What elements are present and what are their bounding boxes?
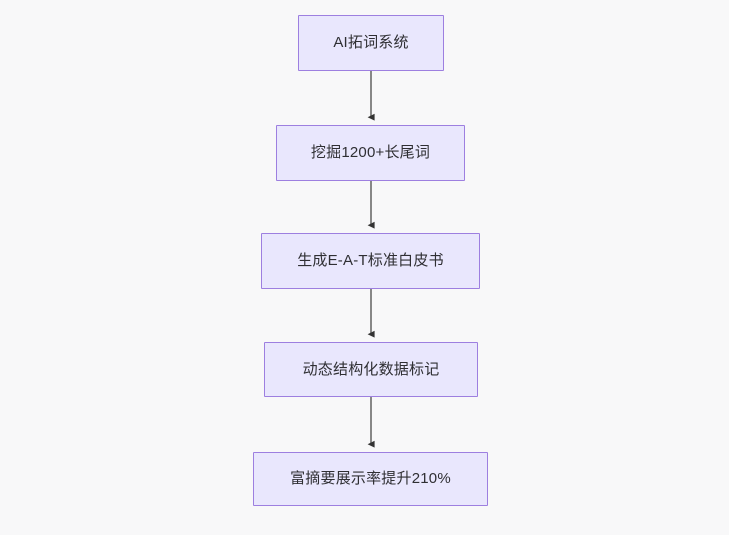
flow-node-rich-snippet-impression-lift[interactable]: 富摘要展示率提升210% <box>253 452 488 506</box>
flow-node-label: 挖掘1200+长尾词 <box>310 144 431 161</box>
flow-node-label: AI拓词系统 <box>333 34 409 51</box>
flow-node-label: 富摘要展示率提升210% <box>290 470 451 487</box>
flow-node-generate-eat-whitepaper[interactable]: 生成E-A-T标准白皮书 <box>261 233 480 289</box>
flow-node-label: 动态结构化数据标记 <box>302 360 440 378</box>
flow-node-label: 生成E-A-T标准白皮书 <box>297 252 444 269</box>
flow-node-dynamic-structured-data-markup[interactable]: 动态结构化数据标记 <box>264 342 478 397</box>
flow-node-ai-keyword-system[interactable]: AI拓词系统 <box>298 15 444 71</box>
flow-node-mine-longtail-keywords[interactable]: 挖掘1200+长尾词 <box>276 125 465 181</box>
